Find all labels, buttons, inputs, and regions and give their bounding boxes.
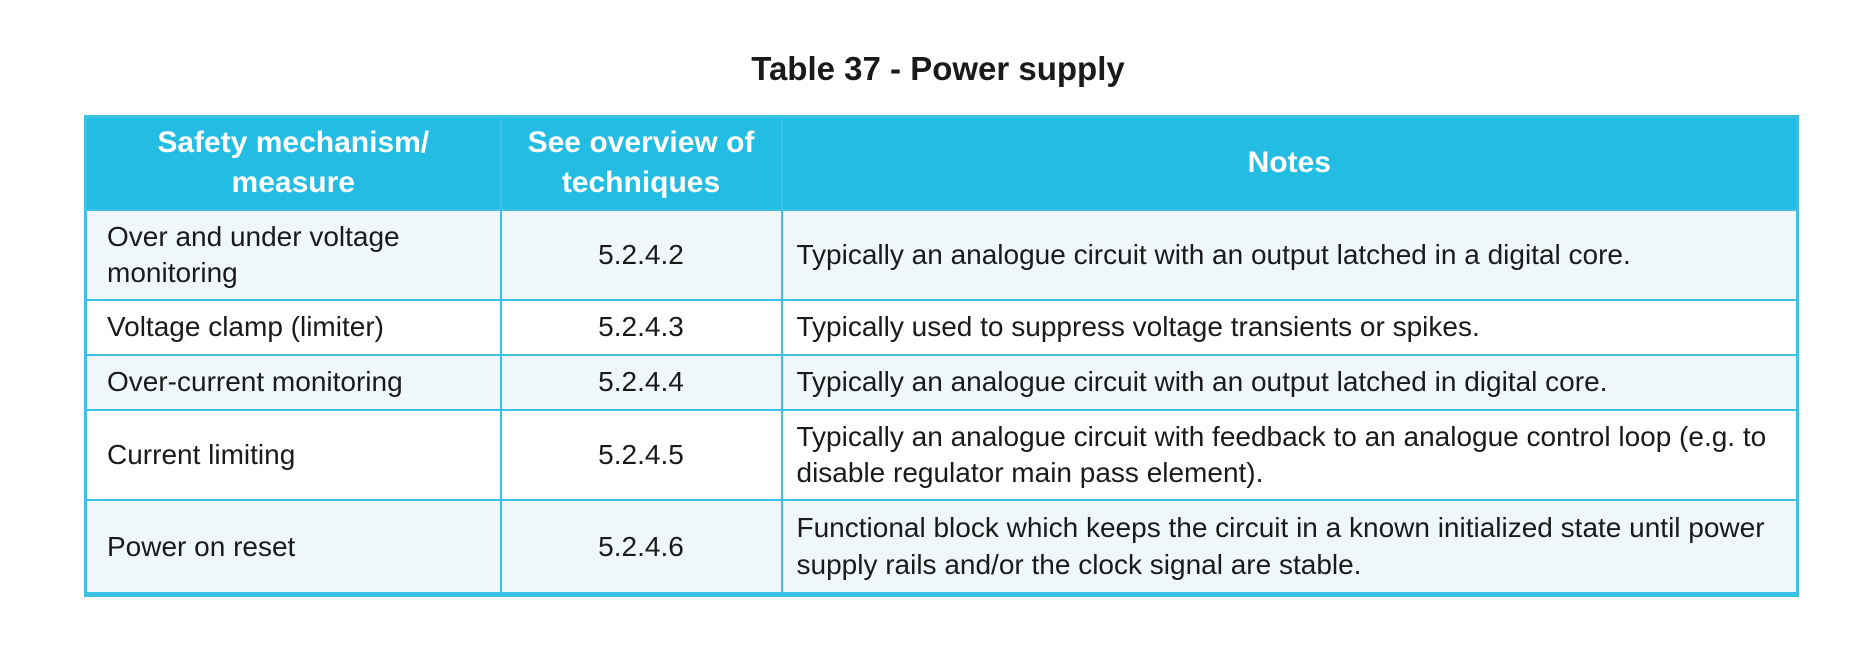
cell-mechanism: Voltage clamp (limiter) bbox=[84, 299, 502, 356]
cell-notes: Functional block which keeps the circuit… bbox=[780, 499, 1799, 596]
cell-mechanism: Current limiting bbox=[84, 408, 502, 502]
cell-technique-ref: 5.2.4.5 bbox=[499, 408, 783, 502]
cell-technique-ref: 5.2.4.3 bbox=[499, 299, 783, 356]
header-row: Safety mechanism/ measure See overview o… bbox=[84, 115, 1799, 211]
cell-technique-ref: 5.2.4.4 bbox=[499, 353, 783, 411]
table-row: Current limiting 5.2.4.5 Typically an an… bbox=[84, 408, 1799, 502]
table-row: Over and under voltage monitoring 5.2.4.… bbox=[84, 208, 1799, 302]
cell-notes: Typically an analogue circuit with an ou… bbox=[780, 208, 1799, 302]
col-header-see-overview: See overview of techniques bbox=[499, 115, 783, 211]
cell-mechanism: Over and under voltage monitoring bbox=[84, 208, 502, 302]
cell-notes: Typically an analogue circuit with feedb… bbox=[780, 408, 1799, 502]
cell-mechanism: Over-current monitoring bbox=[84, 353, 502, 411]
cell-technique-ref: 5.2.4.6 bbox=[499, 499, 783, 596]
table-row: Over-current monitoring 5.2.4.4 Typicall… bbox=[84, 353, 1799, 411]
cell-mechanism: Power on reset bbox=[84, 499, 502, 596]
power-supply-table: Safety mechanism/ measure See overview o… bbox=[84, 115, 1799, 597]
cell-notes: Typically an analogue circuit with an ou… bbox=[780, 353, 1799, 411]
table-row: Voltage clamp (limiter) 5.2.4.3 Typicall… bbox=[84, 299, 1799, 356]
cell-technique-ref: 5.2.4.2 bbox=[499, 208, 783, 302]
table-caption: Table 37 - Power supply bbox=[751, 50, 1125, 87]
cell-notes: Typically used to suppress voltage trans… bbox=[780, 299, 1799, 356]
col-header-safety-mechanism: Safety mechanism/ measure bbox=[84, 115, 502, 211]
col-header-notes: Notes bbox=[780, 115, 1799, 211]
table-row: Power on reset 5.2.4.6 Functional block … bbox=[84, 499, 1799, 596]
